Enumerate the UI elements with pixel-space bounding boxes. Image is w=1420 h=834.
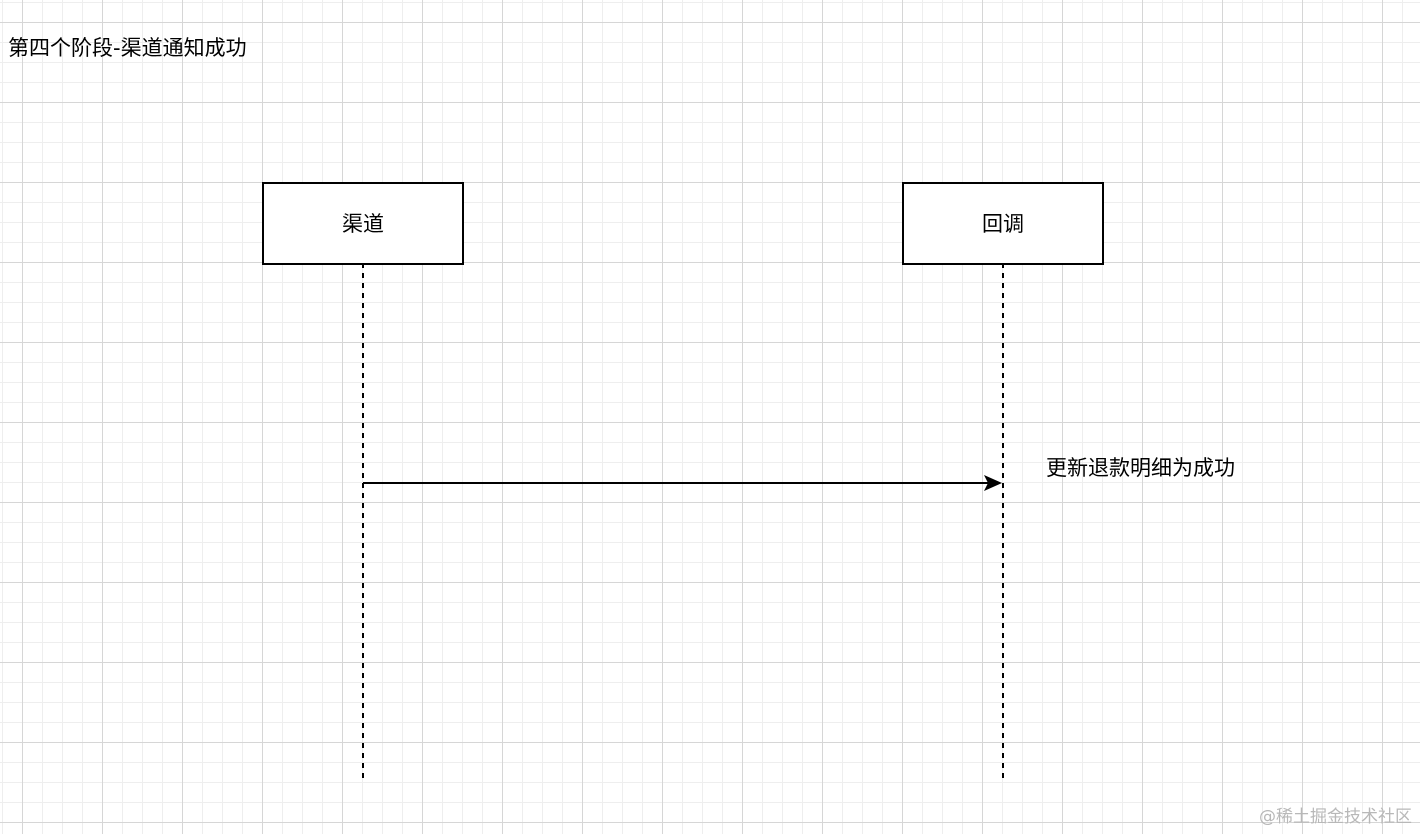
diagram-title: 第四个阶段-渠道通知成功 (8, 36, 247, 60)
message-arrowhead-icon (984, 475, 1002, 491)
participant-label-channel: 渠道 (342, 211, 384, 236)
message-label: 更新退款明细为成功 (1046, 456, 1235, 480)
participant-box-callback[interactable]: 回调 (902, 182, 1104, 265)
participant-box-channel[interactable]: 渠道 (262, 182, 464, 265)
participant-label-callback: 回调 (982, 211, 1024, 236)
watermark: @稀土掘金技术社区 (1259, 807, 1412, 827)
